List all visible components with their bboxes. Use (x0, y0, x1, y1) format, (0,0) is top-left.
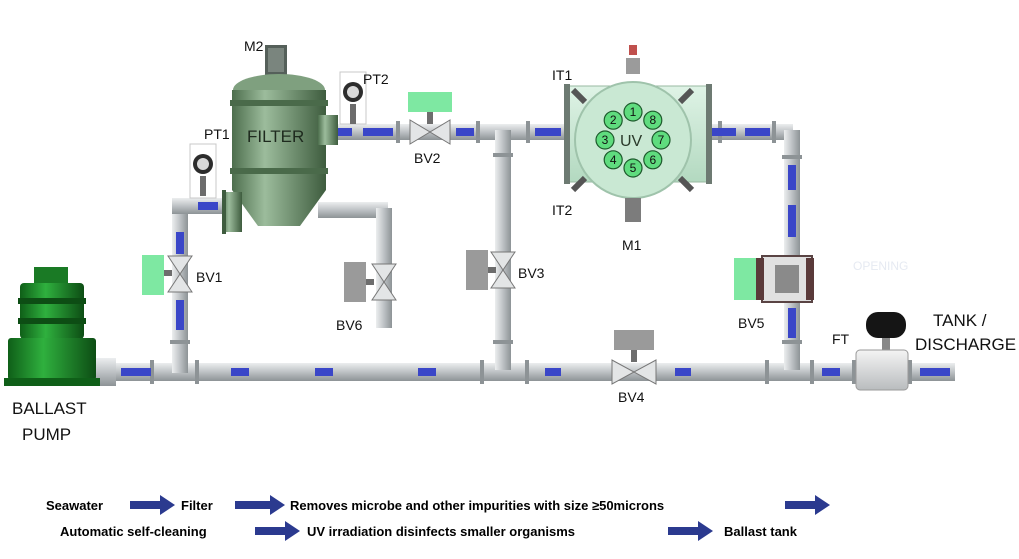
piping (88, 124, 955, 386)
uv-lamp-number: 8 (649, 113, 656, 127)
bv1-actuator (142, 255, 164, 295)
bv5-actuator (734, 258, 756, 300)
flow-arrow-icon (668, 521, 713, 541)
bv1-label: BV1 (196, 269, 223, 285)
flow-step-self-cleaning: Automatic self-cleaning (60, 524, 207, 539)
flow-step-filter: Filter (181, 498, 213, 513)
uv-lamp (603, 150, 623, 170)
ballast-pump (4, 267, 100, 386)
flow-step-seawater: Seawater (46, 498, 103, 513)
bv6-label: BV6 (336, 317, 363, 333)
process-flow-line2: Automatic self-cleaning UV irradiation d… (60, 521, 798, 541)
bv2-valve (408, 92, 452, 145)
uv-lamp-number: 5 (630, 161, 637, 175)
m2-label: M2 (244, 38, 264, 54)
main-pipe (95, 363, 855, 381)
pt1-gauge (189, 143, 217, 199)
flow-arrow-icon (255, 521, 300, 541)
drain-pipe-h (318, 202, 388, 218)
bv6-actuator (344, 262, 366, 302)
uv-lamp (595, 130, 615, 150)
uv-label: UV (620, 133, 643, 150)
flow-transmitter (855, 312, 909, 391)
flow-arrow-icon (235, 495, 285, 515)
uv-lamp-number: 1 (630, 105, 637, 119)
pt2-gauge (339, 71, 367, 125)
filter-label: FILTER (247, 127, 304, 146)
uv-lamp-number: 2 (610, 113, 617, 127)
it2-label: IT2 (552, 202, 572, 218)
flow-arrow-icon (130, 495, 175, 515)
uv-lamp-number: 6 (649, 153, 656, 167)
ft-label: FT (832, 331, 850, 347)
flow-indicators (121, 128, 950, 376)
tank-label-line2: DISCHARGE (915, 335, 1016, 354)
bv4-valve (611, 330, 657, 385)
flow-step-removes: Removes microbe and other impurities wit… (290, 498, 664, 513)
bv1-valve (142, 255, 193, 295)
ballast-pump-label-line2: PUMP (22, 425, 71, 444)
uv-lamp-number: 3 (602, 133, 609, 147)
uv-lamp (643, 110, 663, 130)
uv-lamp (643, 150, 663, 170)
bv6-valve (344, 262, 397, 302)
it1-label: IT1 (552, 67, 572, 83)
flow-step-ballast-tank: Ballast tank (724, 524, 798, 539)
tank-label-line1: TANK / (933, 311, 987, 330)
filter-vessel (222, 45, 338, 234)
bv2-actuator (408, 92, 452, 112)
flow-arrow-icon (785, 495, 830, 515)
uv-lamp-number: 7 (658, 133, 665, 147)
bv4-label: BV4 (618, 389, 645, 405)
bv5-label: BV5 (738, 315, 765, 331)
bv3-actuator (466, 250, 488, 290)
uv-lamp (651, 130, 671, 150)
uv-lamp (623, 158, 643, 178)
flow-step-uv-irradiation: UV irradiation disinfects smaller organi… (307, 524, 575, 539)
riser-bv3 (495, 130, 511, 370)
uv-lamp-number: 4 (610, 153, 617, 167)
bv2-label: BV2 (414, 150, 441, 166)
ballast-pump-label-line1: BALLAST (12, 399, 87, 418)
bv3-valve (466, 250, 516, 290)
process-flow-line1: Seawater Filter Removes microbe and othe… (46, 495, 830, 515)
pt1-label: PT1 (204, 126, 230, 142)
pt2-label: PT2 (363, 71, 389, 87)
uv-lamp (603, 110, 623, 130)
bv5-valve (734, 255, 814, 303)
m1-label: M1 (622, 237, 642, 253)
bv3-label: BV3 (518, 265, 545, 281)
uv-reactor (564, 45, 712, 222)
bv4-actuator (614, 330, 654, 350)
uv-lamp (623, 102, 643, 122)
ghost-label: OPENING (853, 259, 908, 273)
